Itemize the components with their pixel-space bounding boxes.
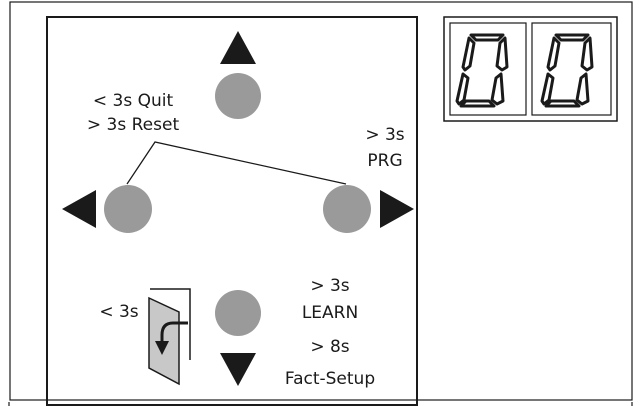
enter-arrow-icon [155,341,169,355]
down-button[interactable] [215,290,261,386]
combination-leader-line [126,141,347,185]
right-button[interactable] [323,185,414,233]
left-label-line1: < 3s Quit [93,91,174,111]
left-label-line2: > 3s Reset [87,115,180,135]
right-label-line1: > 3s [365,125,404,145]
down-label-line3: > 8s [310,337,349,357]
seven-segment-display [443,16,618,122]
door-back-button[interactable]: < 3s [99,288,191,386]
right-label-line2: PRG [367,151,402,171]
door-label: < 3s [99,302,138,322]
down-label-line4: Fact-Setup [285,369,375,389]
up-button-circle[interactable] [215,73,261,119]
digit-window-1 [449,22,527,116]
right-arrow-icon [380,190,414,228]
outer-frame [9,1,633,401]
enter-arrow-shaft [160,321,188,345]
display-housing [443,16,618,122]
up-arrow-icon [220,31,256,64]
down-label-line1: > 3s [310,276,349,296]
down-button-circle[interactable] [215,290,261,336]
digit-window-2 [531,22,612,116]
left-button-circle[interactable] [104,185,152,233]
digit-2 [540,33,594,108]
down-label-line2: LEARN [302,303,358,323]
up-button[interactable] [215,31,261,119]
door-frame [150,288,191,360]
down-arrow-icon [220,353,256,386]
left-arrow-icon [62,190,96,228]
left-button[interactable] [62,185,152,233]
digit-1 [455,33,509,108]
keypad-panel [46,16,418,406]
right-button-circle[interactable] [323,185,371,233]
